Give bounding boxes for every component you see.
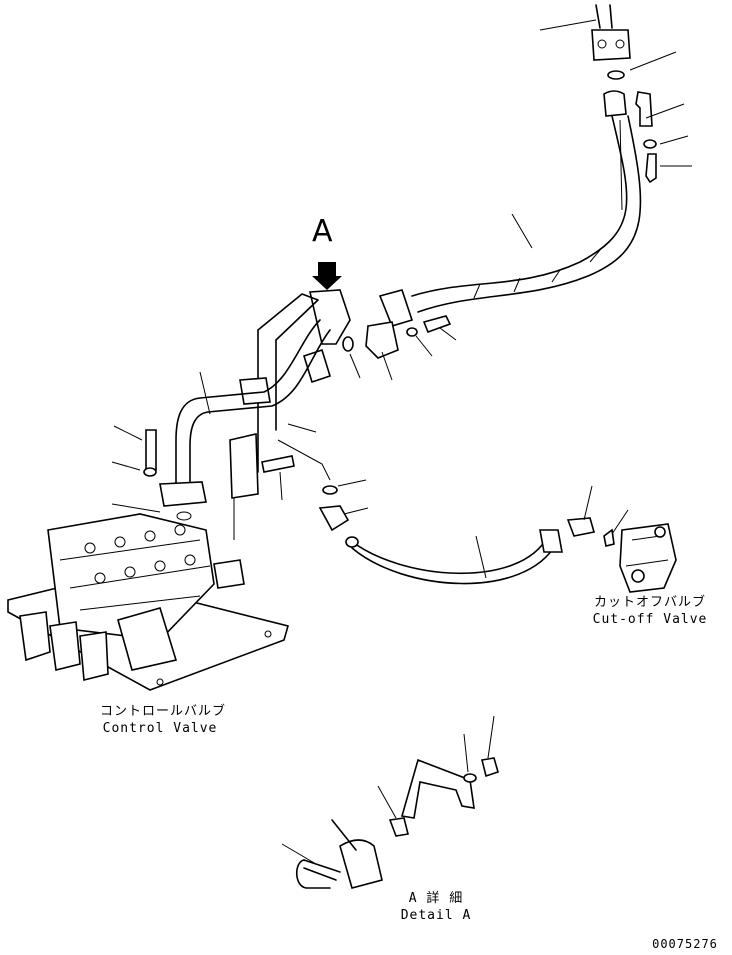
detail-a-label-en: Detail A xyxy=(400,908,472,923)
control-valve-label-en: Control Valve xyxy=(102,721,218,736)
lower-hose-assembly xyxy=(318,479,629,585)
drawing-number: 00075276 xyxy=(652,937,718,951)
view-marker-a: A xyxy=(312,214,333,249)
upper-hose-assembly xyxy=(365,4,692,381)
control-valve-body xyxy=(7,513,289,691)
control-valve-label-jp: コントロールバルブ xyxy=(100,704,227,719)
pipe-assembly xyxy=(111,262,361,540)
cutoff-valve-label-en: Cut-off Valve xyxy=(592,612,708,627)
detail-a-label-jp: A 詳 細 xyxy=(408,891,464,906)
cutoff-valve-body xyxy=(619,523,677,593)
detail-a-drawing xyxy=(281,715,499,889)
cutoff-valve-label-jp: カットオフバルブ xyxy=(593,595,706,610)
